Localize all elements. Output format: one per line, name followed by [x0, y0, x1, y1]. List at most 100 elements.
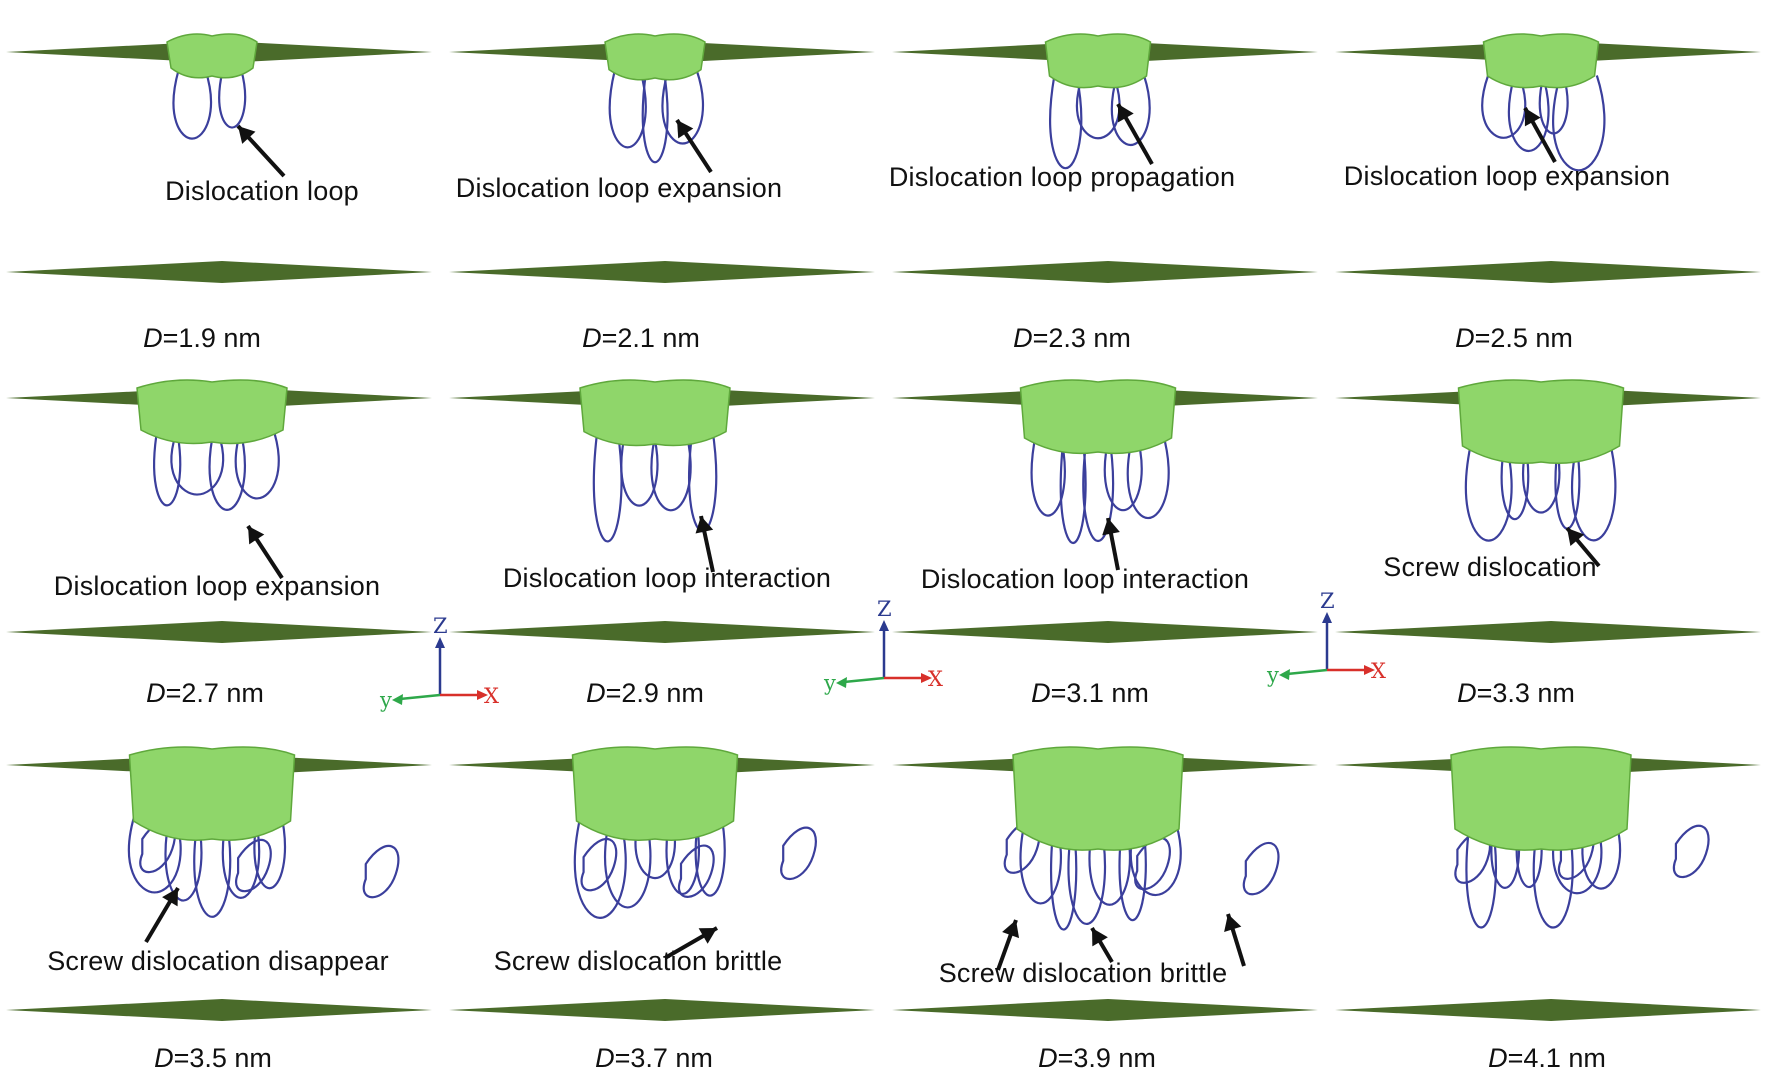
diameter-label: D=1.9 nm: [143, 323, 261, 354]
md-snapshot: [892, 379, 1318, 643]
diameter-label: D=2.7 nm: [146, 678, 264, 709]
diameter-value: =3.9 nm: [1057, 1043, 1156, 1073]
panel: D=4.1 nm: [1329, 710, 1772, 1073]
void-cavity: [604, 33, 706, 81]
diameter-label: D=3.3 nm: [1457, 678, 1575, 709]
diameter-symbol: D: [154, 1043, 174, 1073]
bottom-plate: [892, 261, 1318, 283]
diameter-value: =3.1 nm: [1050, 678, 1149, 708]
arrow-icon: [246, 524, 284, 580]
arrow-icon: [1565, 526, 1601, 568]
md-snapshot: [1335, 33, 1761, 283]
void-cavity: [1019, 379, 1177, 455]
diameter-label: D=3.9 nm: [1038, 1043, 1156, 1074]
diameter-symbol: D: [1013, 323, 1033, 353]
annotation-caption: Screw dislocation brittle: [493, 946, 783, 976]
annotation-caption: Dislocation loop interaction: [502, 563, 832, 593]
void-cavity: [571, 746, 739, 841]
diameter-value: =4.1 nm: [1507, 1043, 1606, 1073]
diameter-symbol: D: [1038, 1043, 1058, 1073]
diameter-label: D=2.9 nm: [586, 678, 704, 709]
dislocation-lines: [127, 810, 400, 918]
arrow-icon: [1116, 103, 1154, 165]
annotation-caption: Dislocation loop expansion: [1343, 161, 1671, 191]
annotation-caption: Dislocation loop expansion: [53, 571, 381, 601]
diameter-symbol: D: [1488, 1043, 1508, 1073]
void-cavity: [1012, 746, 1184, 851]
annotation-caption: Dislocation loop interaction: [920, 564, 1250, 594]
diameter-label: D=4.1 nm: [1488, 1043, 1606, 1074]
diameter-label: D=3.1 nm: [1031, 678, 1149, 709]
void-cavity: [579, 379, 731, 447]
axis-y-label: y: [823, 671, 836, 695]
md-snapshot: [1335, 746, 1761, 1021]
arrow-icon: [1523, 107, 1557, 163]
diameter-symbol: D: [143, 323, 163, 353]
bottom-plate: [892, 621, 1318, 643]
arrow-icon: [695, 515, 715, 573]
bottom-plate: [449, 999, 875, 1021]
axis-z-label: Z: [877, 597, 892, 621]
md-snapshot: [6, 379, 432, 643]
axis-y-label: y: [379, 688, 392, 712]
diameter-label: D=2.3 nm: [1013, 323, 1131, 354]
diameter-value: =1.9 nm: [162, 323, 261, 353]
void-cavity: [1457, 379, 1625, 465]
annotation-caption: Dislocation loop: [165, 176, 359, 206]
diameter-symbol: D: [1457, 678, 1477, 708]
diameter-value: =3.7 nm: [614, 1043, 713, 1073]
dislocation-lines: [153, 426, 280, 511]
arrow-icon: [236, 124, 286, 178]
axis-x-label: X: [1371, 659, 1386, 683]
bottom-plate: [1335, 621, 1761, 643]
md-snapshot: [449, 379, 875, 643]
arrow-icon: [1224, 913, 1246, 967]
arrow-icon: [996, 919, 1020, 971]
diameter-symbol: D: [1031, 678, 1051, 708]
dislocation-lines: [172, 69, 247, 140]
axis-x-label: X: [484, 684, 499, 708]
diameter-symbol: D: [146, 678, 166, 708]
diameter-value: =3.3 nm: [1476, 678, 1575, 708]
axis-triad: Zy X: [823, 597, 943, 695]
diameter-symbol: D: [595, 1043, 615, 1073]
void-cavity: [128, 746, 296, 841]
md-snapshot: [892, 746, 1318, 1021]
diameter-value: =2.1 nm: [601, 323, 700, 353]
annotation-caption: Dislocation loop expansion: [455, 173, 783, 203]
annotation-caption: Screw dislocation brittle: [938, 958, 1228, 988]
md-snapshot: [449, 746, 875, 1021]
dislocation-lines: [1030, 432, 1170, 545]
dislocation-lines: [1049, 75, 1151, 170]
void-cavity: [166, 33, 258, 79]
void-cavity: [1450, 746, 1632, 851]
axis-x-label: X: [928, 667, 943, 691]
arrow-icon: [1102, 517, 1120, 571]
void-cavity: [1044, 33, 1152, 89]
dislocation-lines: [608, 70, 705, 164]
md-snapshot: [449, 33, 875, 283]
bottom-plate: [1335, 261, 1761, 283]
axis-y-label: y: [1266, 663, 1279, 687]
diameter-value: =2.7 nm: [165, 678, 264, 708]
arrow-icon: [1090, 926, 1114, 964]
md-snapshot: [6, 33, 432, 283]
bottom-plate: [449, 261, 875, 283]
diameter-label: D=3.5 nm: [154, 1043, 272, 1074]
bottom-plate: [6, 621, 432, 643]
bottom-plate: [6, 999, 432, 1021]
void-cavity: [136, 379, 288, 445]
dislocation-lines: [573, 810, 817, 919]
